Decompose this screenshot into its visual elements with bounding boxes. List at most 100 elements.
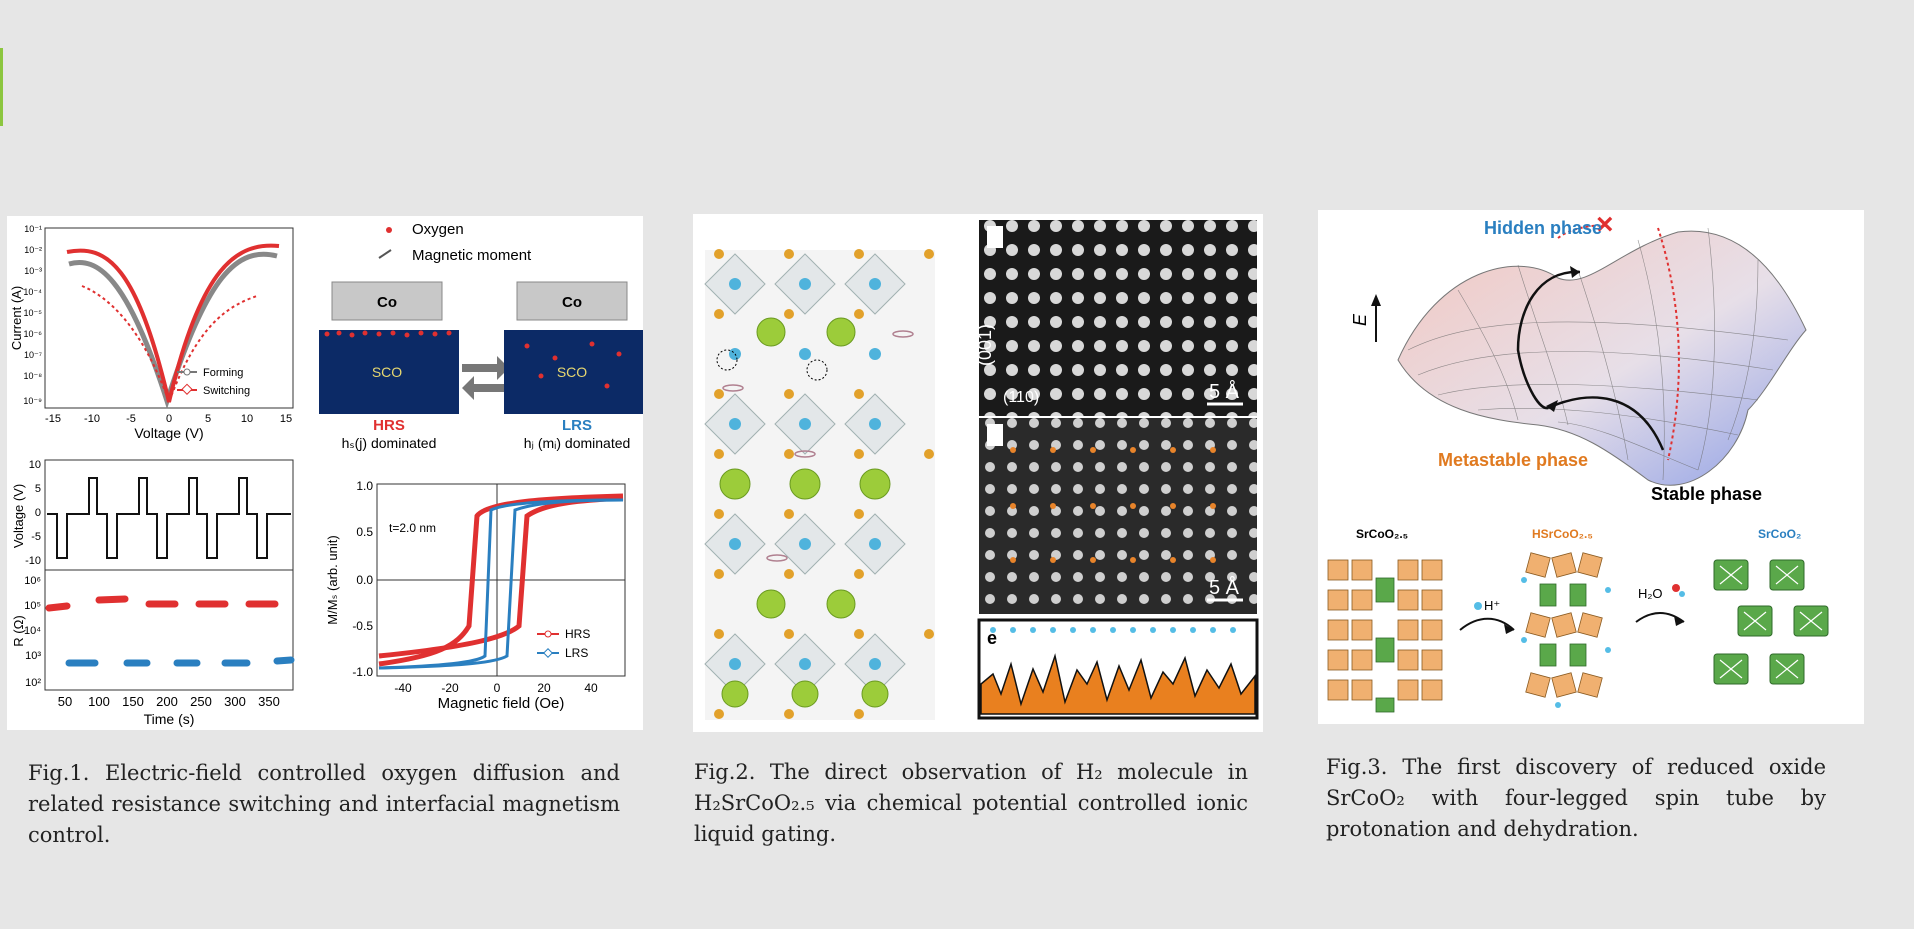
structure-srcoo25 bbox=[1327, 559, 1443, 713]
iv-ytick: 10⁻¹ bbox=[24, 224, 42, 234]
iv-xtick: 15 bbox=[280, 413, 292, 425]
figure-1-image: Current (A) Voltage (V) 10⁻¹ 10⁻² 10⁻³ 1… bbox=[7, 216, 644, 730]
energy-surface bbox=[1397, 230, 1807, 486]
pulse-xtick: 350 bbox=[258, 694, 280, 709]
hrs-desc: hₛ(j) dominated bbox=[342, 435, 437, 451]
iv-ytick: 10⁻² bbox=[24, 245, 42, 255]
hysteresis-xtick: 0 bbox=[494, 681, 501, 695]
figure-1-caption: Fig.1. Electric-field controlled oxygen … bbox=[28, 761, 620, 847]
iv-xtick: -15 bbox=[45, 413, 61, 425]
figure-3-graphics: × E Hidden phase Metastable phase Stable… bbox=[1327, 208, 1829, 713]
scale-bar-top: 5 Å bbox=[1209, 380, 1240, 403]
pulse-xtick: 50 bbox=[58, 694, 72, 709]
pulse-rtick: 10⁵ bbox=[24, 600, 41, 612]
pulse-vtick: 10 bbox=[29, 459, 41, 471]
iv-legend-forming: Forming bbox=[203, 367, 243, 379]
hysteresis-xtick: 40 bbox=[584, 681, 598, 695]
lrs-co-layer bbox=[516, 281, 628, 321]
iv-ytick: 10⁻³ bbox=[24, 266, 42, 276]
hrs-sco-label: SCO bbox=[372, 364, 402, 380]
iv-plot-frame bbox=[44, 227, 294, 409]
iv-ytick: 10⁻⁶ bbox=[24, 329, 43, 339]
pulse-vtick: 0 bbox=[35, 507, 41, 519]
axis-110: (110) bbox=[1003, 389, 1039, 406]
accent-bar bbox=[0, 48, 3, 126]
hrs-oxygen-dots bbox=[324, 330, 452, 338]
figure-2-image: (001) (110) 5 Å 5 Å e bbox=[693, 214, 1263, 732]
pulse-vtick: -10 bbox=[25, 555, 41, 567]
iv-ytick: 10⁻⁹ bbox=[23, 396, 42, 406]
lrs-label: LRS bbox=[562, 417, 592, 434]
iv-xtick: -5 bbox=[126, 413, 136, 425]
hysteresis-xlabel: Magnetic field (Oe) bbox=[438, 695, 565, 712]
hrs-sco-layer bbox=[319, 330, 459, 414]
pulse-xtick: 100 bbox=[88, 694, 110, 709]
scale-bar-middle: 5 Å bbox=[1209, 576, 1240, 599]
pulse-rtick: 10² bbox=[25, 677, 41, 689]
figure-1-graphics: Current (A) Voltage (V) 10⁻¹ 10⁻² 10⁻³ 1… bbox=[9, 221, 644, 727]
pulse-rlabel: R (Ω) bbox=[11, 615, 26, 646]
hysteresis-xtick: -40 bbox=[394, 681, 412, 695]
legend-oxygen: Oxygen bbox=[412, 221, 464, 238]
pulse-lrs-points bbox=[65, 656, 295, 667]
legend-moment: Magnetic moment bbox=[412, 247, 532, 264]
iv-legend-switching: Switching bbox=[203, 385, 250, 397]
structure-label-1: SrCoO₂.₅ bbox=[1356, 527, 1408, 541]
hysteresis-legend-lrs: LRS bbox=[565, 646, 588, 660]
hysteresis-ytick: 0.5 bbox=[356, 525, 373, 539]
hrs-label: HRS bbox=[373, 417, 405, 434]
hysteresis-xtick: 20 bbox=[537, 681, 551, 695]
structure-label-2: HSrCoO₂.₅ bbox=[1532, 527, 1593, 541]
pulse-plot-frame bbox=[44, 459, 294, 691]
energy-axis-label: E bbox=[1350, 313, 1370, 326]
pulse-hrs-points bbox=[45, 595, 279, 612]
lrs-sco-label: SCO bbox=[557, 364, 587, 380]
pulse-xtick: 300 bbox=[224, 694, 246, 709]
metastable-phase-label: Metastable phase bbox=[1438, 450, 1588, 470]
pulse-voltage-trace bbox=[47, 477, 291, 559]
pulse-xtick: 200 bbox=[156, 694, 178, 709]
pulse-rtick: 10⁴ bbox=[24, 625, 41, 637]
figure-2-graphics: (001) (110) 5 Å 5 Å e bbox=[704, 220, 1259, 720]
lrs-co-label: Co bbox=[562, 294, 582, 311]
hysteresis-ytick: -1.0 bbox=[352, 665, 373, 679]
svg-text:×: × bbox=[1596, 210, 1614, 241]
iv-ytick: 10⁻⁸ bbox=[23, 371, 42, 381]
pulse-vlabel: Voltage (V) bbox=[11, 484, 26, 548]
pulse-vtick: 5 bbox=[35, 483, 41, 495]
iv-xlabel: Voltage (V) bbox=[134, 425, 203, 441]
figure-2-caption: Fig.2. The direct observation of H₂ mole… bbox=[694, 760, 1248, 846]
figure-3-caption: Fig.3. The first discovery of reduced ox… bbox=[1326, 755, 1826, 841]
lrs-oxygen-dots bbox=[524, 341, 622, 389]
pulse-xtick: 250 bbox=[190, 694, 212, 709]
pulse-rtick: 10⁶ bbox=[24, 575, 41, 587]
crystal-structure bbox=[704, 249, 935, 720]
iv-xtick: -10 bbox=[84, 413, 100, 425]
lrs-desc: hⱼ (mᵢ) dominated bbox=[524, 435, 631, 451]
hysteresis-annotation: t=2.0 nm bbox=[389, 521, 436, 535]
pulse-xlabel: Time (s) bbox=[144, 711, 195, 727]
iv-switching-curve bbox=[66, 243, 280, 403]
hrs-co-label: Co bbox=[377, 294, 397, 311]
iv-xtick: 5 bbox=[205, 413, 211, 425]
iv-ylabel: Current (A) bbox=[9, 286, 24, 350]
pulse-rtick: 10³ bbox=[25, 650, 41, 662]
hysteresis-ytick: 1.0 bbox=[356, 479, 373, 493]
panel-e-label: e bbox=[987, 628, 997, 648]
hrs-co-layer bbox=[331, 281, 443, 321]
axis-001: (001) bbox=[975, 324, 995, 366]
stable-phase-label: Stable phase bbox=[1651, 484, 1762, 504]
intensity-trace bbox=[980, 653, 1256, 715]
hysteresis-ytick: 0.0 bbox=[356, 573, 373, 587]
hysteresis-xtick: -20 bbox=[441, 681, 459, 695]
hysteresis-ylabel: M/Mₛ (arb. unit) bbox=[325, 535, 340, 624]
structure-srcoo2 bbox=[1713, 559, 1829, 685]
structure-label-3: SrCoO₂ bbox=[1758, 527, 1801, 541]
step-1-label: H⁺ bbox=[1484, 598, 1500, 613]
pulse-vtick: -5 bbox=[31, 531, 41, 543]
iv-ytick: 10⁻⁵ bbox=[24, 308, 43, 318]
figure-3-image: × E Hidden phase Metastable phase Stable… bbox=[1318, 208, 1864, 724]
hysteresis-legend-hrs: HRS bbox=[565, 627, 590, 641]
hrs-loop bbox=[378, 493, 624, 667]
pulse-xtick: 150 bbox=[122, 694, 144, 709]
